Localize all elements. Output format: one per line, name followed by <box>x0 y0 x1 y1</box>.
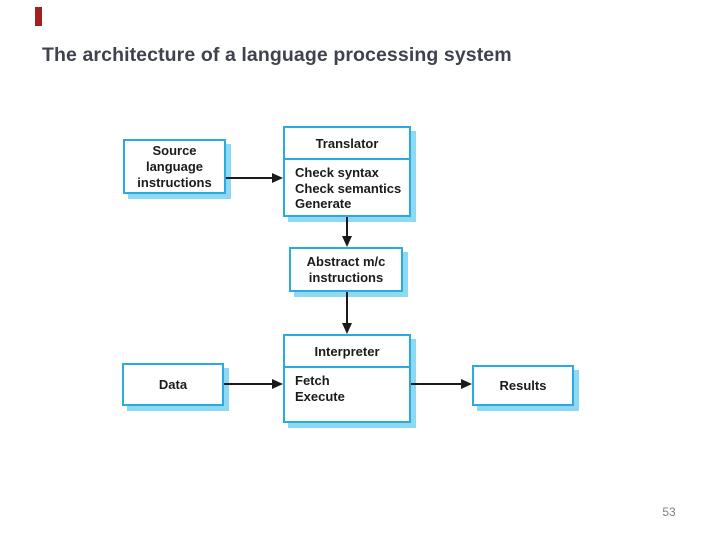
page-number: 53 <box>662 505 676 519</box>
box-translator-title: Translator <box>285 128 409 160</box>
arrow-line <box>226 177 273 179</box>
arrow-line <box>346 217 348 237</box>
box-translator-item: Generate <box>295 196 352 211</box>
box-interpreter-body: Fetch Execute <box>285 368 409 404</box>
box-data-label: Data <box>158 376 188 392</box>
box-abstract-mc-instructions: Abstract m/c instructions <box>289 247 403 292</box>
box-source-language-instructions: Source language instructions <box>123 139 226 194</box>
box-results-label: Results <box>499 377 547 393</box>
arrowhead-down-icon <box>341 236 352 247</box>
box-source-label: Source language instructions <box>137 142 212 190</box>
box-translator-item: Check semantics <box>295 180 402 196</box>
arrow-line <box>346 292 348 324</box>
box-translator-body: Check syntax Check semantics Generate <box>285 160 409 212</box>
arrowhead-right-icon <box>461 378 472 389</box>
box-abstract-label: Abstract m/c instructions <box>306 253 386 285</box>
box-interpreter-title: Interpreter <box>285 336 409 368</box>
box-interpreter-item: Execute <box>295 388 345 404</box>
arrow-line <box>224 383 272 385</box>
arrowhead-down-icon <box>341 323 352 334</box>
box-data: Data <box>122 363 224 406</box>
box-translator: Translator Check syntax Check semantics … <box>283 126 411 217</box>
box-interpreter-item: Fetch <box>295 373 330 388</box>
red-accent-bar <box>35 7 42 26</box>
arrowhead-right-icon <box>272 172 283 183</box>
slide-title: The architecture of a language processin… <box>42 44 512 66</box>
box-translator-item: Check syntax <box>295 165 379 180</box>
box-results: Results <box>472 365 574 406</box>
box-interpreter: Interpreter Fetch Execute <box>283 334 411 423</box>
arrow-line <box>411 383 461 385</box>
arrowhead-right-icon <box>272 378 283 389</box>
